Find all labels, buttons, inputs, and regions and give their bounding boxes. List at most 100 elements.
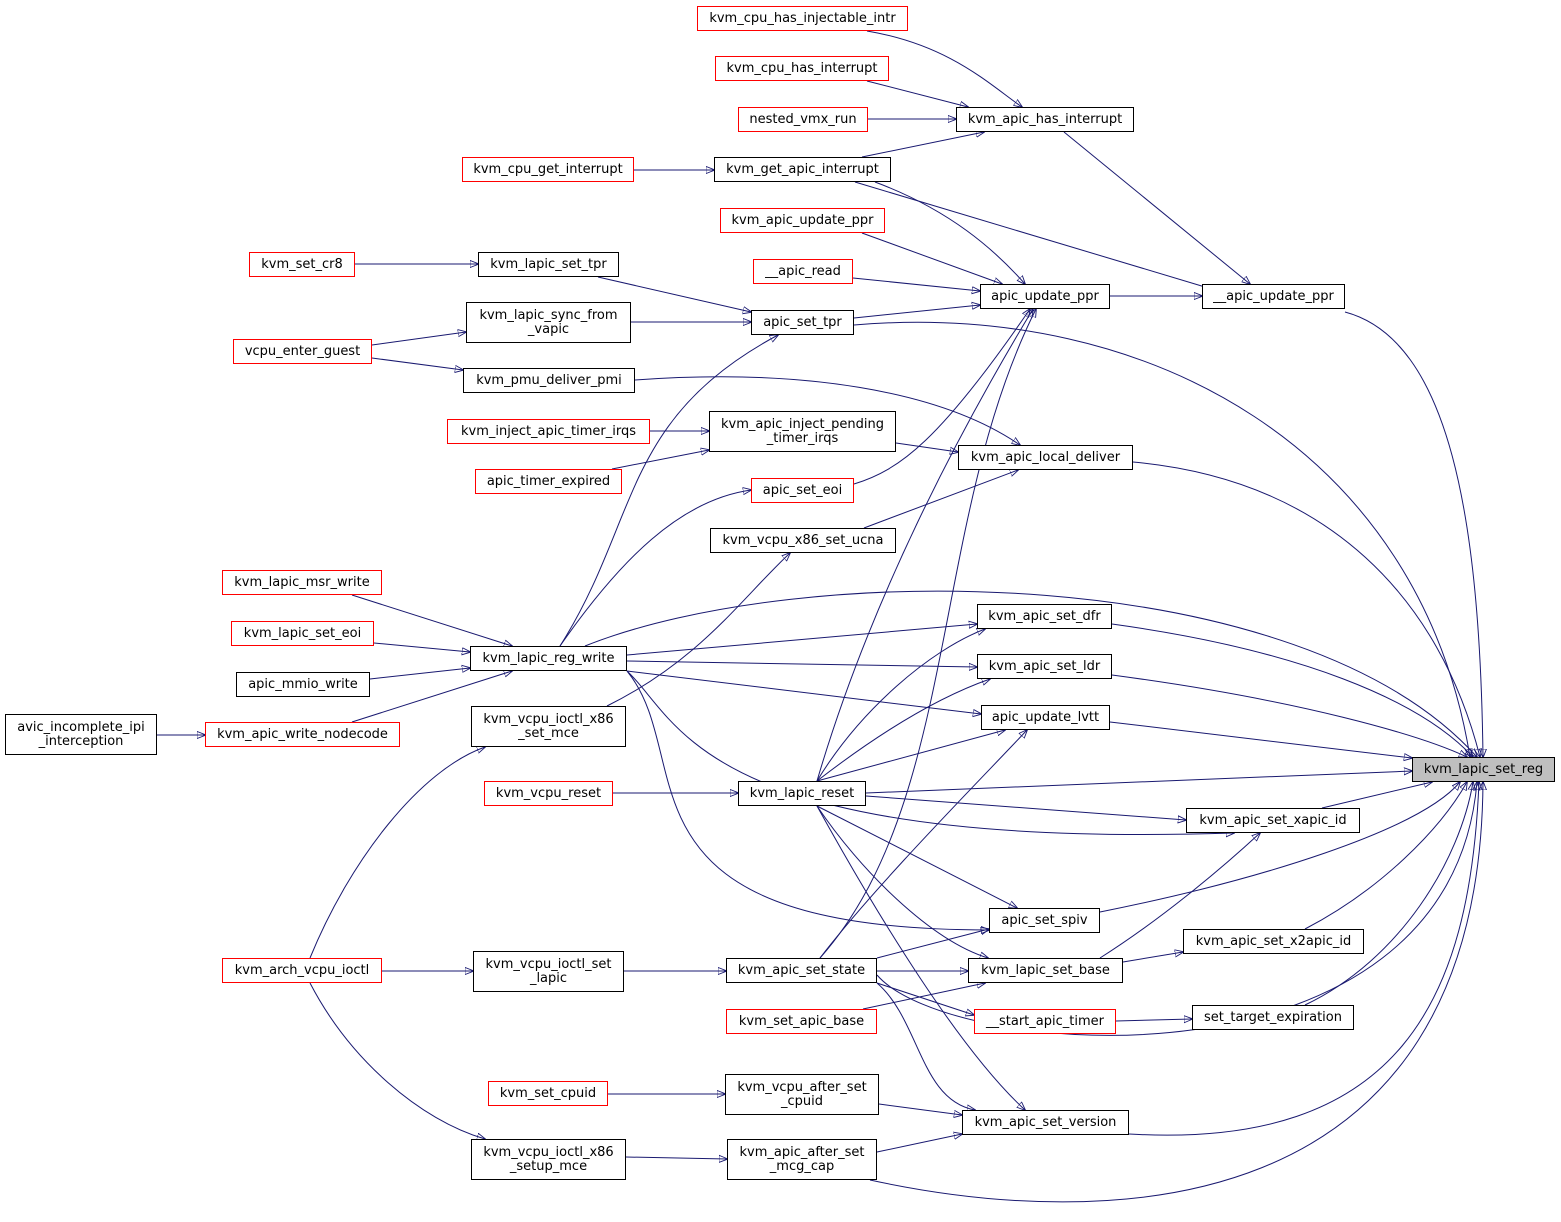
node-avic-incomplete-ipi-interception[interactable]: avic_incomplete_ipi _interception [5, 714, 157, 755]
node-kvm-get-apic-interrupt[interactable]: kvm_get_apic_interrupt [714, 157, 891, 182]
node-kvm-apic-inject-pending-timer-irqs[interactable]: kvm_apic_inject_pending _timer_irqs [709, 411, 896, 452]
call-edge-vcpu_enter_guest-to-kvm_pmu_deliver_pmi [371, 357, 463, 370]
node-kvm-apic-set-ldr[interactable]: kvm_apic_set_ldr [977, 654, 1112, 679]
node-kvm-apic-local-deliver[interactable]: kvm_apic_local_deliver [958, 445, 1133, 470]
node-kvm-inject-apic-timer-irqs[interactable]: kvm_inject_apic_timer_irqs [447, 419, 650, 444]
call-edge-kvm_apic_write_nodecode-to-kvm_lapic_reg_write [351, 671, 512, 723]
call-edge-kvm_lapic_set_base-to-kvm_apic_set_x2apic_id [1122, 952, 1183, 963]
call-edge-kvm_apic_set_state-to-__start_apic_timer [876, 982, 974, 1015]
call-edge-kvm_vcpu_after_set_cpuid-to-kvm_apic_set_version [878, 1103, 962, 1115]
call-edge-kvm_apic_set_xapic_id-to-kvm_lapic_set_reg [1321, 782, 1432, 809]
call-edge-apic_set_tpr-to-apic_update_ppr [853, 305, 980, 319]
call-edge-kvm_lapic_reset-to-kvm_lapic_set_reg [865, 771, 1412, 794]
node-kvm-cpu-has-injectable-intr[interactable]: kvm_cpu_has_injectable_intr [697, 6, 908, 31]
node-kvm-lapic-set-reg: kvm_lapic_set_reg [1412, 757, 1555, 782]
node-kvm-pmu-deliver-pmi[interactable]: kvm_pmu_deliver_pmi [463, 368, 635, 393]
node-kvm-lapic-set-eoi[interactable]: kvm_lapic_set_eoi [231, 621, 374, 646]
node-kvm-apic-has-interrupt[interactable]: kvm_apic_has_interrupt [956, 107, 1134, 132]
call-edge-kvm_lapic_reset-to-kvm_lapic_set_base [816, 805, 988, 958]
call-edge-kvm_lapic_reset-to-apic_update_ppr [816, 309, 1033, 782]
call-edge-kvm_apic_set_version-to-kvm_lapic_set_reg [1128, 782, 1479, 1136]
call-edge-kvm_lapic_reg_write-to-apic_set_tpr [559, 335, 778, 647]
call-edge-kvm_lapic_set_tpr-to-apic_set_tpr [597, 276, 751, 312]
node-kvm-lapic-set-tpr[interactable]: kvm_lapic_set_tpr [478, 252, 619, 277]
node-kvm-vcpu-ioctl-set-lapic[interactable]: kvm_vcpu_ioctl_set _lapic [473, 951, 624, 992]
call-edge-kvm_apic_set_state-to-apic_update_lvtt [819, 730, 1027, 959]
node-kvm-vcpu-reset[interactable]: kvm_vcpu_reset [484, 781, 613, 806]
node-kvm-set-cr8[interactable]: kvm_set_cr8 [249, 252, 355, 277]
node-kvm-apic-write-nodecode[interactable]: kvm_apic_write_nodecode [205, 722, 400, 747]
node-apic-mmio-write[interactable]: apic_mmio_write [236, 672, 370, 697]
call-edge-__start_apic_timer-to-set_target_expiration [1115, 1019, 1192, 1021]
call-edge-kvm_apic_set_x2apic_id-to-kvm_lapic_set_reg [1304, 782, 1467, 930]
call-edge-kvm_pmu_deliver_pmi-to-kvm_apic_local_deliver [634, 376, 1020, 445]
call-edge-kvm_arch_vcpu_ioctl-to-kvm_vcpu_ioctl_x86_set_mce [309, 747, 485, 959]
node-kvm-apic-set-x2apic-id[interactable]: kvm_apic_set_x2apic_id [1183, 929, 1364, 954]
node-kvm-apic-after-set-mcg-cap[interactable]: kvm_apic_after_set _mcg_cap [727, 1139, 877, 1180]
node-vcpu-enter-guest[interactable]: vcpu_enter_guest [233, 339, 372, 364]
node-kvm-vcpu-ioctl-x86-set-mce[interactable]: kvm_vcpu_ioctl_x86 _set_mce [471, 706, 626, 747]
call-edge-kvm_lapic_reset-to-kvm_apic_set_ldr [816, 679, 990, 782]
call-edge-kvm_vcpu_ioctl_x86_setup_mce-to-kvm_apic_after_set_mcg_cap [625, 1157, 727, 1159]
call-edge-kvm_apic_has_interrupt-to-__apic_update_ppr [1063, 131, 1250, 284]
node-kvm-set-apic-base[interactable]: kvm_set_apic_base [726, 1009, 877, 1034]
node-kvm-lapic-sync-from-vapic[interactable]: kvm_lapic_sync_from _vapic [466, 302, 631, 343]
node-kvm-vcpu-x86-set-ucna[interactable]: kvm_vcpu_x86_set_ucna [710, 528, 896, 553]
node-apic-timer-expired[interactable]: apic_timer_expired [475, 469, 622, 494]
call-edge-kvm_vcpu_x86_set_ucna-to-kvm_apic_local_deliver [863, 470, 1018, 529]
node-kvm-vcpu-after-set-cpuid[interactable]: kvm_vcpu_after_set _cpuid [725, 1074, 879, 1115]
node-kvm-apic-set-state[interactable]: kvm_apic_set_state [726, 958, 877, 983]
call-edge-kvm_get_apic_interrupt-to-apic_update_ppr [874, 181, 1025, 284]
call-edge-kvm_apic_inject_pending_timer_irqs-to-kvm_apic_local_deliver [895, 442, 958, 452]
node-kvm-vcpu-ioctl-x86-setup-mce[interactable]: kvm_vcpu_ioctl_x86 _setup_mce [471, 1139, 626, 1180]
call-edge-kvm_lapic_reg_write-to-kvm_lapic_set_reg [584, 590, 1477, 757]
call-edge-apic_set_tpr-to-kvm_lapic_set_reg [853, 321, 1470, 757]
call-edge-kvm_apic_set_state-to-apic_update_ppr [819, 309, 1036, 959]
node-apic-set-eoi[interactable]: apic_set_eoi [751, 478, 854, 503]
call-edge-apic_mmio_write-to-kvm_lapic_reg_write [369, 668, 470, 680]
call-edge-apic_set_eoi-to-apic_update_ppr [853, 309, 1030, 485]
call-edge-kvm_apic_set_state-to-apic_set_spiv [876, 929, 989, 959]
call-edge-kvm_lapic_reset-to-kvm_apic_set_xapic_id [865, 795, 1186, 820]
node-apic-set-spiv[interactable]: apic_set_spiv [989, 908, 1100, 933]
node-apic-set-tpr[interactable]: apic_set_tpr [751, 310, 854, 335]
node-kvm-arch-vcpu-ioctl[interactable]: kvm_arch_vcpu_ioctl [222, 958, 382, 983]
call-edge-kvm_get_apic_interrupt-to-__apic_update_ppr [854, 181, 1215, 290]
node-kvm-lapic-reg-write[interactable]: kvm_lapic_reg_write [470, 646, 627, 671]
call-edge-kvm_lapic_reset-to-kvm_apic_set_dfr [816, 629, 985, 782]
node-apic-update-lvtt[interactable]: apic_update_lvtt [981, 705, 1110, 730]
call-edge-kvm_lapic_reg_write-to-apic_set_eoi [559, 490, 751, 647]
call-edge-apic_set_spiv-to-kvm_lapic_set_reg [1099, 782, 1460, 913]
node-apic-update-ppr[interactable]: apic_update_ppr [980, 284, 1110, 309]
call-edge-kvm_arch_vcpu_ioctl-to-kvm_vcpu_ioctl_x86_setup_mce [309, 982, 485, 1139]
call-edge-kvm_apic_after_set_mcg_cap-to-kvm_lapic_set_reg [869, 782, 1483, 1203]
node-kvm-lapic-msr-write[interactable]: kvm_lapic_msr_write [222, 570, 382, 595]
node---apic-update-ppr[interactable]: __apic_update_ppr [1202, 284, 1345, 309]
node-kvm-set-cpuid[interactable]: kvm_set_cpuid [488, 1081, 608, 1106]
node-kvm-apic-set-version[interactable]: kvm_apic_set_version [962, 1110, 1129, 1135]
node-kvm-apic-set-xapic-id[interactable]: kvm_apic_set_xapic_id [1186, 808, 1360, 833]
call-edge-kvm_lapic_reg_write-to-apic_update_lvtt [626, 670, 981, 714]
call-edge-kvm_apic_set_dfr-to-kvm_lapic_set_reg [1111, 623, 1473, 757]
call-edge-kvm_lapic_msr_write-to-kvm_lapic_reg_write [351, 594, 512, 646]
call-edge-kvm_vcpu_ioctl_x86_set_mce-to-kvm_vcpu_x86_set_ucna [606, 553, 790, 707]
call-edge-kvm_apic_update_ppr-to-apic_update_ppr [861, 232, 1002, 284]
call-edge-kvm_apic_set_state-to-kvm_apic_set_version [876, 982, 975, 1110]
call-edge-kvm_cpu_has_injectable_intr-to-kvm_apic_has_interrupt [866, 30, 1022, 107]
node-kvm-apic-update-ppr[interactable]: kvm_apic_update_ppr [720, 208, 885, 233]
node-set-target-expiration[interactable]: set_target_expiration [1192, 1005, 1354, 1030]
node-kvm-cpu-get-interrupt[interactable]: kvm_cpu_get_interrupt [462, 157, 634, 182]
node-kvm-lapic-set-base[interactable]: kvm_lapic_set_base [968, 958, 1123, 983]
node-kvm-apic-set-dfr[interactable]: kvm_apic_set_dfr [977, 604, 1112, 629]
node-nested-vmx-run[interactable]: nested_vmx_run [738, 107, 868, 132]
call-edge-kvm_apic_set_ldr-to-kvm_lapic_set_reg [1111, 674, 1467, 757]
node-kvm-cpu-has-interrupt[interactable]: kvm_cpu_has_interrupt [715, 56, 889, 81]
node---start-apic-timer[interactable]: __start_apic_timer [974, 1009, 1116, 1034]
call-edge-kvm_get_apic_interrupt-to-kvm_apic_has_interrupt [861, 132, 984, 158]
node---apic-read[interactable]: __apic_read [753, 259, 853, 284]
call-edge-kvm_lapic_reg_write-to-kvm_apic_set_dfr [626, 624, 977, 656]
node-kvm-lapic-reset[interactable]: kvm_lapic_reset [738, 781, 866, 806]
call-edge-kvm_lapic_set_eoi-to-kvm_lapic_reg_write [373, 642, 470, 652]
